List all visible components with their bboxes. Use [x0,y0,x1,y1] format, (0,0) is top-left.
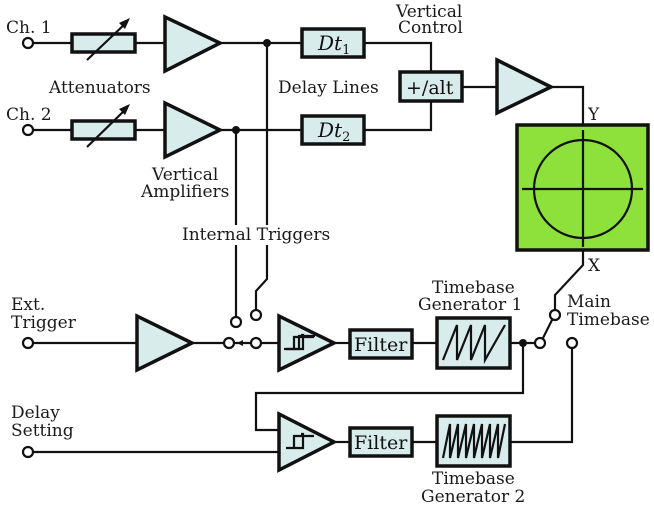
attenuators-label: Attenuators [48,78,151,98]
delay-line-1-label: Dt1 [317,31,350,58]
vertical-control-label-1: Vertical [395,2,462,22]
tb2-out-wire [510,348,574,444]
ch1-variable-arrow-icon [86,18,130,61]
ext-trigger-label-2: Trigger [11,313,77,333]
delay2-out-wire [364,101,433,132]
vertical-control-label-2: Control [398,18,463,38]
x-wire [553,250,585,310]
trigger-comparator-1 [277,313,338,373]
fast-sawtooth-wave-icon [441,423,507,459]
trigger-source-terminal-ch2 [229,315,243,329]
ch1-input-terminal [21,36,35,50]
timebase-generator-1 [435,316,512,370]
y-amplifier [495,57,555,116]
ext-trigger-amplifier [135,313,196,373]
ch1-trigger-tap [254,245,269,309]
timebase-gen1-label-2: Generator 1 [418,295,522,315]
timebase-selector-switch [542,319,553,339]
ch2-label: Ch. 2 [6,105,52,125]
delay-line-2-label: Dt2 [317,118,350,145]
delay1-out-wire [364,41,433,72]
vertical-amplifiers-label-2: Amplifiers [140,182,229,202]
delay-lines-label: Delay Lines [278,78,379,98]
ch1-vertical-amplifier [163,14,224,74]
ext-trigger-input-terminal [21,336,35,350]
filter-1-label: Filter [354,334,408,356]
delay-line-2 [300,114,366,146]
trigger-comparator-2 [277,411,338,473]
ext-trigger-label-1: Ext. [11,295,45,315]
trigger-select-common-terminal [249,336,263,350]
filter-2 [348,426,414,458]
filter-2-label: Filter [354,432,408,454]
timebase-gen2-label-2: Generator 2 [421,487,525,507]
sawtooth-wave-icon [441,324,506,365]
delay-setting-label-2: Setting [11,421,74,441]
trigger-select-terminal-ext [222,336,236,350]
tb1-to-comparator2-wire [254,343,525,432]
timebase-select-tb2-terminal [565,336,579,350]
hysteresis-icon-2 [292,434,314,448]
y-label: Y [587,105,600,125]
hysteresis-icon [292,335,314,349]
main-timebase-label-2: Timebase [567,310,650,330]
y-wire [551,85,585,125]
main-timebase-label-1: Main [567,292,611,312]
crt-screen [515,123,650,252]
timebase-select-tb1-terminal [533,336,547,350]
delay-setting-input-terminal [21,445,35,459]
ch2-variable-arrow-icon [86,104,130,148]
internal-triggers-label: Internal Triggers [182,225,330,245]
timebase-common-terminal [548,308,562,322]
ch2-input-terminal [21,123,35,137]
vertical-mode-label: +/alt [406,77,454,99]
trigger-selector-switch [234,340,251,346]
x-label: X [588,256,601,276]
trigger-source-terminal-ch1 [249,308,263,322]
ch1-label: Ch. 1 [6,18,52,38]
timebase-gen2-label-1: Timebase [432,469,515,489]
delay-setting-label-1: Delay [11,403,60,423]
timebase-gen1-label-1: Timebase [432,278,515,298]
ch2-vertical-amplifier [163,100,224,160]
vertical-amplifiers-label-1: Vertical [151,165,218,185]
